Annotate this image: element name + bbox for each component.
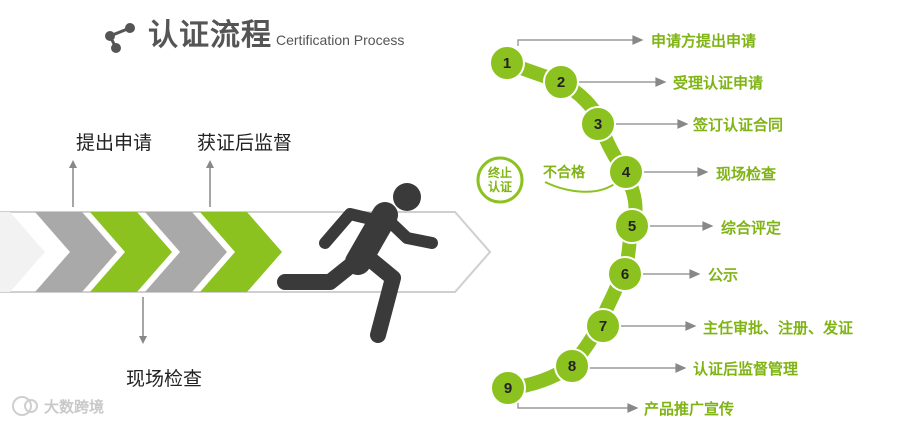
step-number-3: 3 [594, 116, 602, 133]
arrow-inspection [139, 297, 147, 344]
chevron-green-2 [200, 212, 282, 292]
step-node-7 [585, 308, 621, 344]
step-node-4 [608, 154, 644, 190]
step-number-6: 6 [621, 266, 629, 283]
step-node-5 [614, 208, 650, 244]
fail-arc [544, 181, 618, 193]
chevron-gray-1 [35, 212, 117, 292]
step-label-1: 申请方提出申请 [651, 32, 757, 50]
step-node-2 [543, 64, 579, 100]
step-number-2: 2 [557, 74, 565, 91]
step-node-1 [489, 45, 525, 81]
step-number-8: 8 [568, 358, 576, 375]
step-number-9: 9 [504, 380, 512, 397]
step-node-3 [580, 106, 616, 142]
page-title: 认证流程 [148, 18, 272, 53]
arrow-apply [69, 160, 77, 207]
terminate-label: 终止 认证 [478, 166, 522, 194]
step-node-9 [490, 370, 526, 406]
step-number-5: 5 [628, 218, 636, 235]
header: 认证流程 Certification Process [100, 10, 404, 54]
watermark-text: 大数跨境 [44, 398, 105, 416]
terminate-line-2: 认证 [487, 180, 512, 194]
share-nodes-icon [105, 23, 135, 53]
step-label-2: 受理认证申请 [673, 74, 764, 92]
step-label-5: 综合评定 [721, 219, 782, 237]
arrow-supervision [206, 160, 214, 207]
chevron-gray-2 [145, 212, 227, 292]
watermark-logo-icon [12, 396, 38, 416]
step-nodes [489, 45, 650, 406]
chevron-green-1 [90, 212, 172, 292]
page-subtitle: Certification Process [276, 32, 405, 48]
step-number-1: 1 [503, 55, 511, 72]
running-man-icon [277, 183, 438, 343]
step-leaders [517, 35, 714, 413]
label-inspection: 现场检查 [126, 368, 203, 390]
step-label-3: 签订认证合同 [693, 116, 784, 134]
step-number-7: 7 [599, 318, 607, 335]
step-numbers: 1 2 3 4 5 6 7 8 9 [503, 55, 636, 397]
step-node-6 [607, 256, 643, 292]
fail-label: 不合格 [543, 165, 585, 181]
step-number-4: 4 [622, 164, 631, 181]
step-label-4: 现场检查 [716, 165, 777, 183]
step-label-6: 公示 [708, 266, 739, 284]
chevron-group [35, 212, 282, 292]
label-apply: 提出申请 [76, 132, 153, 154]
terminate-badge [476, 156, 524, 204]
terminate-line-1: 终止 [487, 166, 512, 180]
label-supervision: 获证后监督 [197, 132, 293, 154]
step-node-8 [554, 348, 590, 384]
step-label-9: 产品推广宣传 [644, 400, 735, 418]
step-label-8: 认证后监督管理 [693, 360, 799, 378]
step-label-7: 主任审批、注册、发证 [703, 319, 854, 337]
